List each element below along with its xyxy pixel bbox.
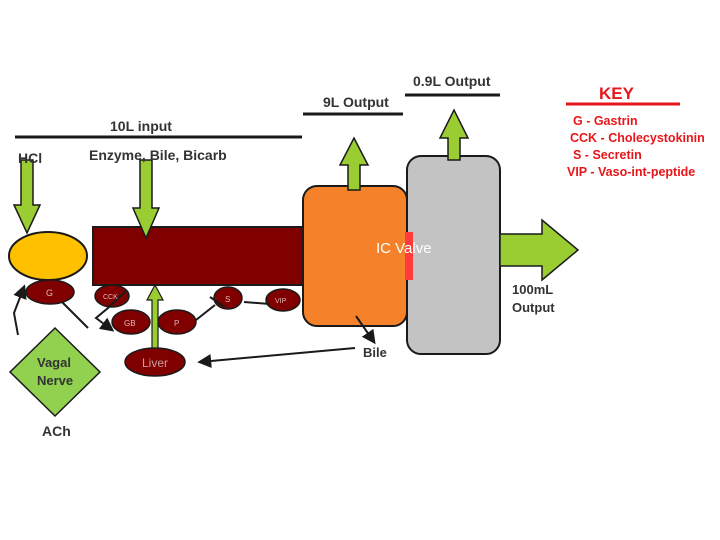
enzyme-arrow xyxy=(131,159,161,240)
gastrin-node-label: G xyxy=(46,288,53,298)
key-item-gastrin: G - Gastrin xyxy=(573,114,638,128)
hcl-arrow xyxy=(12,159,42,235)
vagal-nerve-diamond xyxy=(8,326,102,418)
vip-node xyxy=(265,288,301,312)
vip-node-label: VIP xyxy=(275,298,287,305)
key-item-vip: VIP - Vaso-int-peptide xyxy=(567,165,695,179)
small-intestine xyxy=(92,226,306,286)
secretin-node-label: S xyxy=(225,295,230,304)
output-100ml-label-line1: 100mL xyxy=(512,282,553,297)
liver-label: Liver xyxy=(142,356,168,370)
ach-label: ACh xyxy=(42,423,71,439)
output-100ml-label-line2: Output xyxy=(512,300,555,315)
output-9l-label: 9L Output xyxy=(323,94,389,110)
ic-valve-label: IC Valve xyxy=(376,240,432,257)
pancreas-node-label: P xyxy=(174,319,179,328)
vagal-label-line1: Vagal xyxy=(37,355,71,370)
cck-feedback-line xyxy=(94,290,127,332)
vagal-label-line2: Nerve xyxy=(37,373,73,388)
gastrin-to-stomach-line xyxy=(61,301,89,329)
liver-arrow xyxy=(146,283,164,349)
vip-line xyxy=(243,301,271,305)
liver-bile-line xyxy=(197,347,356,368)
output-100ml-arrow xyxy=(499,218,580,282)
input-10l-label: 10L input xyxy=(110,118,172,134)
output-09l-label: 0.9L Output xyxy=(413,73,491,89)
pancreas-line xyxy=(195,304,216,321)
ic-valve-bar xyxy=(405,232,413,280)
stomach xyxy=(8,231,88,281)
output-9l-arrow xyxy=(338,136,370,191)
bile-line xyxy=(355,315,376,345)
key-item-secretin: S - Secretin xyxy=(573,148,642,162)
enzyme-label: Enzyme, Bile, Bicarb xyxy=(89,147,227,163)
gallbladder-node-label: GB xyxy=(124,319,136,328)
key-title: KEY xyxy=(599,84,635,103)
cck-node xyxy=(94,284,130,308)
key-item-cck: CCK - Cholecystokinin xyxy=(570,131,705,145)
hcl-label: HCl xyxy=(18,150,42,166)
vagal-to-stomach-line xyxy=(12,284,27,336)
bile-label: Bile xyxy=(363,345,387,360)
output-09l-arrow xyxy=(438,108,470,161)
cck-node-label: CCK xyxy=(103,294,118,301)
secretin-to-gb-line xyxy=(209,296,226,308)
